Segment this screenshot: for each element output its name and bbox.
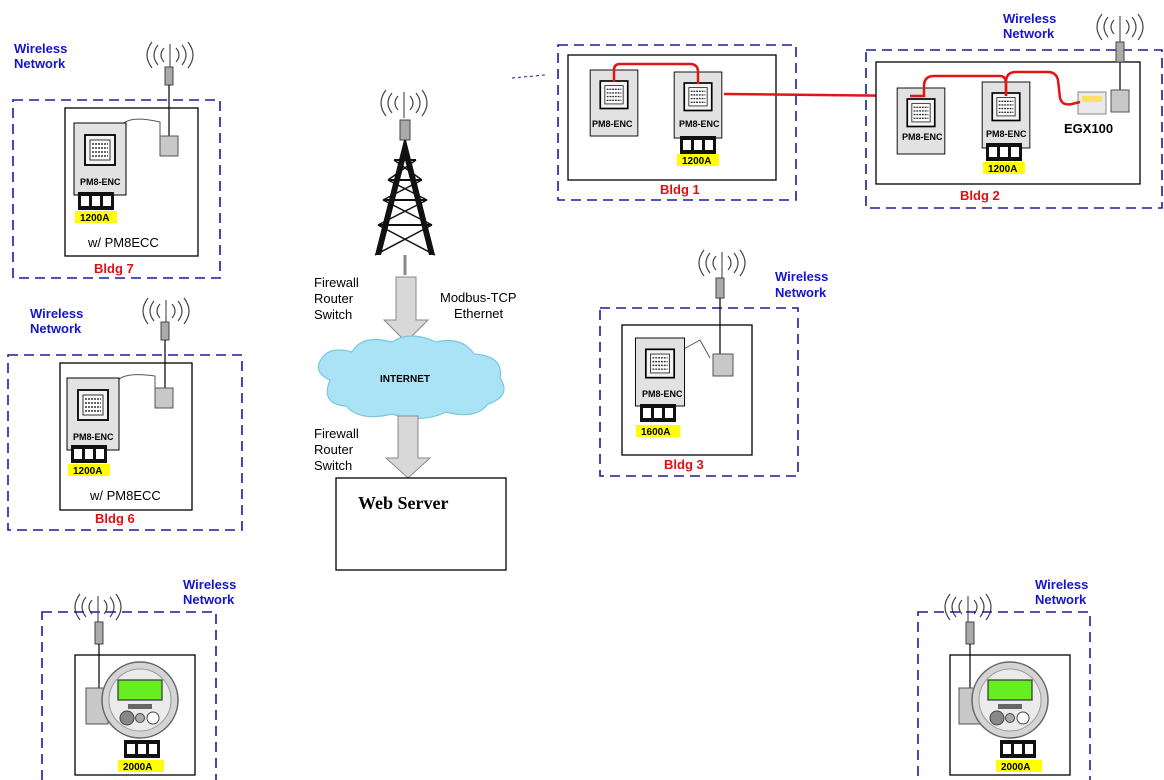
building-label: Bldg 1 bbox=[660, 182, 700, 197]
building-label: Bldg 2 bbox=[960, 188, 1000, 203]
meter-model-label: PM8-ENC bbox=[592, 119, 633, 129]
down-arrow-icon bbox=[382, 276, 430, 343]
wireless-network-label: Wireless bbox=[14, 41, 67, 56]
antenna-icon bbox=[965, 621, 975, 645]
rating-badge: 2000A bbox=[123, 762, 152, 773]
meter-model-label: PM8-ENC bbox=[679, 119, 720, 129]
building-6-zone: Wireless Network PM8-ENC 1200A w/ PM8ECC… bbox=[7, 297, 243, 531]
web-server-box bbox=[335, 477, 507, 571]
down-arrow-icon bbox=[384, 415, 432, 479]
firewall-label: Switch bbox=[314, 307, 352, 322]
radio-waves-icon bbox=[380, 89, 428, 119]
wireless-network-label: Wireless bbox=[775, 269, 828, 284]
terminal-block-icon bbox=[78, 192, 114, 210]
radio-waves-icon bbox=[944, 593, 992, 623]
wireless-network-label: Wireless bbox=[30, 306, 83, 321]
wireless-network-label: Wireless bbox=[1035, 577, 1088, 592]
wireless-radio-icon bbox=[712, 353, 734, 377]
internet-label: INTERNET bbox=[380, 374, 430, 385]
radio-waves-icon bbox=[146, 41, 194, 71]
wireless-network-label: Network bbox=[775, 285, 827, 300]
terminal-block-icon bbox=[71, 445, 107, 463]
bottom-right-zone: Wireless Network 2000A bbox=[917, 577, 1091, 780]
rating-badge: 1200A bbox=[988, 164, 1017, 175]
transmission-tower-icon bbox=[374, 140, 436, 256]
wireless-network-label: Network bbox=[30, 321, 82, 336]
meter-model-label: PM8-ENC bbox=[902, 132, 943, 142]
radio-waves-icon bbox=[74, 593, 122, 623]
wireless-radio-icon bbox=[154, 387, 174, 409]
radio-waves-icon bbox=[1096, 13, 1144, 43]
rating-badge: 1600A bbox=[641, 427, 670, 438]
wireless-network-label: Wireless bbox=[183, 577, 236, 592]
building-2-zone: Wireless Network PM8-ENC PM8-ENC 1200A E… bbox=[865, 11, 1163, 209]
gateway-icon bbox=[1077, 91, 1107, 115]
meter-model-label: PM8-ENC bbox=[80, 177, 121, 187]
rating-badge: 1200A bbox=[80, 213, 109, 224]
building-7-zone: Wireless Network PM8-ENC 1200A w/ PM8ECC… bbox=[12, 41, 221, 279]
terminal-block-icon bbox=[986, 143, 1022, 161]
firewall-label: Router bbox=[314, 291, 354, 306]
gateway-label: EGX100 bbox=[1064, 121, 1113, 136]
firewall-label: Firewall bbox=[314, 275, 359, 290]
wireless-network-label: Network bbox=[1035, 592, 1087, 607]
meter-model-label: PM8-ENC bbox=[986, 129, 1027, 139]
wireless-radio-icon bbox=[1110, 89, 1130, 113]
terminal-block-icon bbox=[640, 404, 676, 422]
rating-badge: 2000A bbox=[1001, 762, 1030, 773]
building-label: Bldg 3 bbox=[664, 457, 704, 472]
firewall-label: Firewall bbox=[314, 426, 359, 441]
building-label: Bldg 6 bbox=[95, 511, 135, 526]
rating-badge: 1200A bbox=[682, 156, 711, 167]
antenna-icon bbox=[160, 321, 170, 341]
internet-cloud-icon bbox=[317, 335, 505, 420]
bottom-left-zone: Wireless Network 2000A bbox=[41, 577, 236, 780]
central-network: Firewall Router Switch Modbus-TCP Ethern… bbox=[314, 89, 517, 571]
antenna-icon bbox=[94, 621, 104, 645]
meter-model-label: PM8-ENC bbox=[642, 389, 683, 399]
radio-waves-icon bbox=[698, 249, 746, 279]
terminal-block-icon bbox=[1000, 740, 1036, 758]
protocol-label: Ethernet bbox=[454, 306, 504, 321]
firewall-label: Router bbox=[314, 442, 354, 457]
power-meter-icon bbox=[896, 87, 946, 155]
protocol-label: Modbus-TCP bbox=[440, 290, 517, 305]
digital-meter-icon bbox=[101, 661, 179, 739]
terminal-block-icon bbox=[680, 136, 716, 154]
meter-option-label: w/ PM8ECC bbox=[87, 235, 159, 250]
wireless-radio-icon bbox=[159, 135, 179, 157]
antenna-icon bbox=[715, 277, 725, 299]
wireless-network-label: Network bbox=[1003, 26, 1055, 41]
building-1-zone: PM8-ENC PM8-ENC 1200A Bldg 1 bbox=[511, 44, 797, 201]
building-3-zone: Wireless Network PM8-ENC 1600A Bldg 3 bbox=[599, 249, 828, 477]
wireless-network-label: Network bbox=[183, 592, 235, 607]
wireless-network-label: Wireless bbox=[1003, 11, 1056, 26]
terminal-block-icon bbox=[124, 740, 160, 758]
antenna-icon bbox=[1115, 41, 1125, 63]
firewall-label: Switch bbox=[314, 458, 352, 473]
wireless-network-label: Network bbox=[14, 56, 66, 71]
antenna-icon bbox=[164, 66, 174, 86]
meter-option-label: w/ PM8ECC bbox=[89, 488, 161, 503]
rating-badge: 1200A bbox=[73, 466, 102, 477]
digital-meter-icon bbox=[971, 661, 1049, 739]
building-label: Bldg 7 bbox=[94, 261, 134, 276]
antenna-icon bbox=[399, 119, 411, 141]
meter-model-label: PM8-ENC bbox=[73, 432, 114, 442]
web-server-label: Web Server bbox=[358, 493, 448, 513]
